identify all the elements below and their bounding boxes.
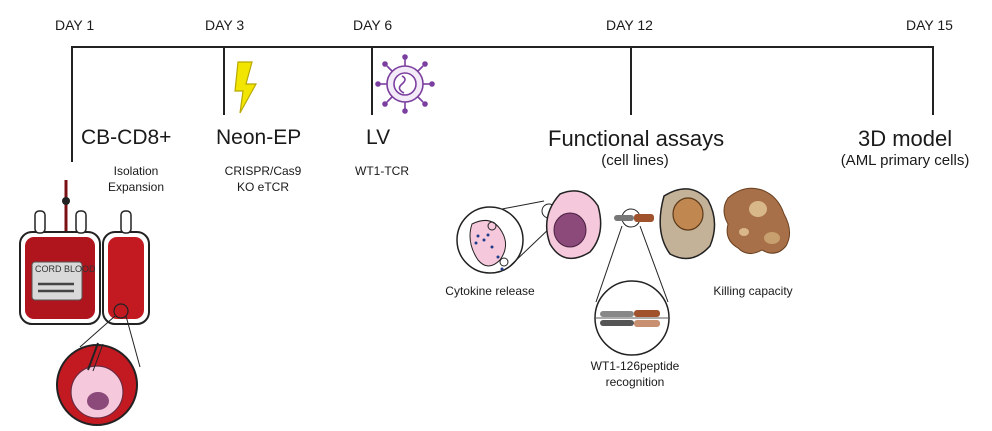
- receptor-zoom-icon: [594, 280, 670, 356]
- day-3-label: DAY 3: [205, 17, 245, 33]
- stage-cb-line2: Expansion: [107, 180, 165, 194]
- recognition-caption: WT1-126peptide recognition: [580, 358, 690, 390]
- stage-cb-line1: Isolation: [113, 164, 159, 178]
- tcr-synapse-icon: [595, 208, 669, 303]
- day-15-label: DAY 15: [906, 17, 953, 33]
- day-6-label: DAY 6: [353, 17, 393, 33]
- lightning-bolt-icon: [234, 61, 258, 114]
- recognition-line2: recognition: [605, 375, 665, 389]
- stage-neon-line1: CRISPR/Cas9: [224, 164, 302, 178]
- cytokine-zoom-icon: [456, 200, 553, 274]
- stage-lv-line1: WT1-TCR: [355, 164, 409, 178]
- cord-blood-bag-icon: [19, 180, 150, 368]
- stage-neon-line2: KO eTCR: [236, 180, 289, 194]
- t-cell-icon: [541, 190, 602, 260]
- day-12-label: DAY 12: [606, 17, 653, 33]
- stage-cb-title: CB-CD8+: [81, 126, 172, 149]
- virus-icon: [375, 54, 435, 114]
- blood-zoom-icon: [56, 342, 138, 426]
- day-1-label: DAY 1: [55, 17, 95, 33]
- cord-blood-label: CORD BLOOD: [35, 264, 96, 274]
- target-cell-icon: [659, 188, 716, 260]
- stage-model-title: 3D model: [858, 126, 953, 151]
- stage-model-subtitle: (AML primary cells): [840, 152, 970, 169]
- stage-neon-title: Neon-EP: [216, 126, 302, 149]
- stage-functional-subtitle: (cell lines): [601, 152, 669, 169]
- cytokine-release-caption: Cytokine release: [445, 284, 535, 298]
- killing-capacity-caption: Killing capacity: [713, 284, 793, 298]
- killed-cell-icon: [723, 187, 790, 254]
- stage-lv-title: LV: [366, 126, 391, 149]
- stage-neon-desc: CRISPR/Cas9 KO eTCR: [218, 163, 308, 195]
- stage-cb-desc: Isolation Expansion: [96, 163, 176, 195]
- recognition-line1: WT1-126peptide: [590, 359, 680, 373]
- stage-functional-title: Functional assays: [548, 126, 725, 151]
